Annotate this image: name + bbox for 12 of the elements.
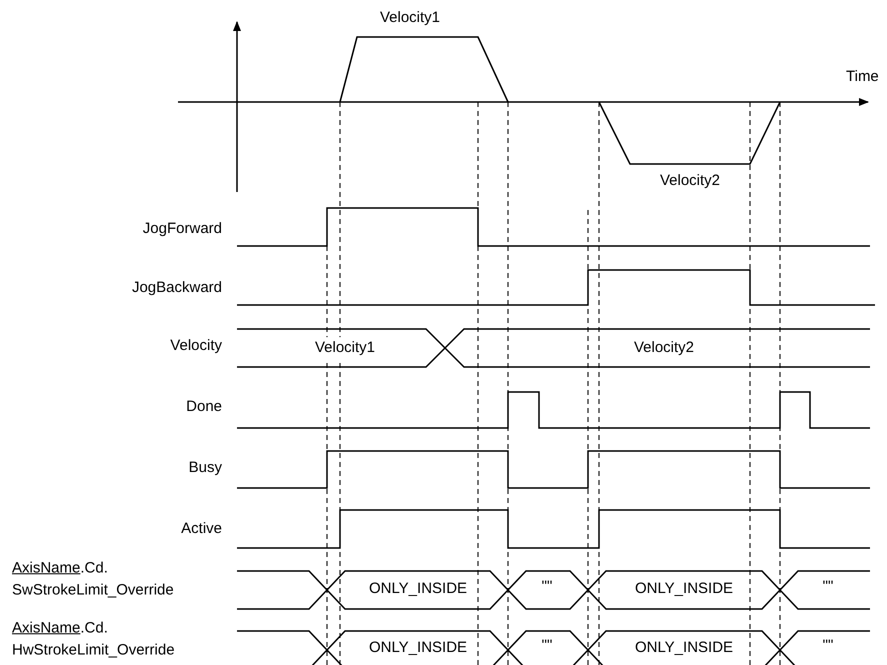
bus-value: Velocity1 bbox=[312, 337, 378, 359]
signal-name: JogForward bbox=[142, 219, 222, 240]
value-label: Velocity1 bbox=[380, 8, 440, 28]
signal-name: JogBackward bbox=[132, 278, 222, 298]
signal-name: AxisName.Cd. HwStrokeLimit_Override bbox=[12, 618, 176, 660]
signal-name: Velocity bbox=[170, 336, 222, 356]
signal-name: Active bbox=[181, 519, 222, 540]
signal-name: AxisName.Cd. SwStrokeLimit_Override bbox=[12, 558, 175, 600]
signal-name: Done bbox=[186, 397, 222, 418]
value-label: Velocity2 bbox=[660, 171, 720, 192]
signal-name: Busy bbox=[188, 458, 222, 478]
axis-label: Time bbox=[846, 67, 879, 88]
